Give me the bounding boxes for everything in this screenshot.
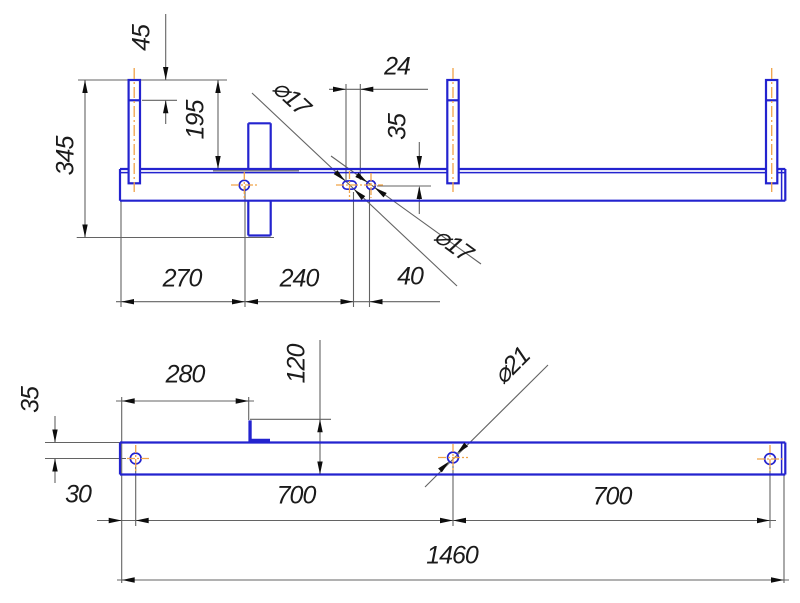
dim-label-240: 240 (279, 264, 320, 293)
dim-label-345: 345 (51, 136, 80, 176)
dim-label-1460: 1460 (426, 541, 479, 570)
dim-label-40: 40 (397, 262, 424, 291)
hole-centerlines-bottom (127, 444, 785, 472)
dim-label-700-first: 700 (276, 481, 317, 510)
dim-label-45: 45 (127, 25, 156, 51)
dim-label-700-second: 700 (592, 482, 633, 511)
bottom-view-arrowheads (52, 398, 784, 583)
dim-label-280: 280 (165, 360, 206, 389)
dim-label-270: 270 (162, 264, 203, 293)
dim-label-24: 24 (384, 52, 411, 81)
hole-diameter-leader-line (330, 155, 482, 265)
top-view (76, 14, 787, 307)
dim-label-120: 120 (282, 344, 311, 384)
top-view-dimension-lines (76, 14, 440, 307)
post-centerlines (133, 68, 773, 192)
dim-label-195: 195 (181, 100, 210, 140)
dim-label-30: 30 (65, 480, 92, 509)
dim-label-35-bottom: 35 (16, 387, 45, 413)
bar-tab (248, 420, 270, 443)
cross-block (247, 122, 272, 237)
dim-label-35-top: 35 (383, 114, 412, 140)
bottom-view (45, 340, 789, 583)
bottom-view-dimension-lines (45, 340, 789, 583)
